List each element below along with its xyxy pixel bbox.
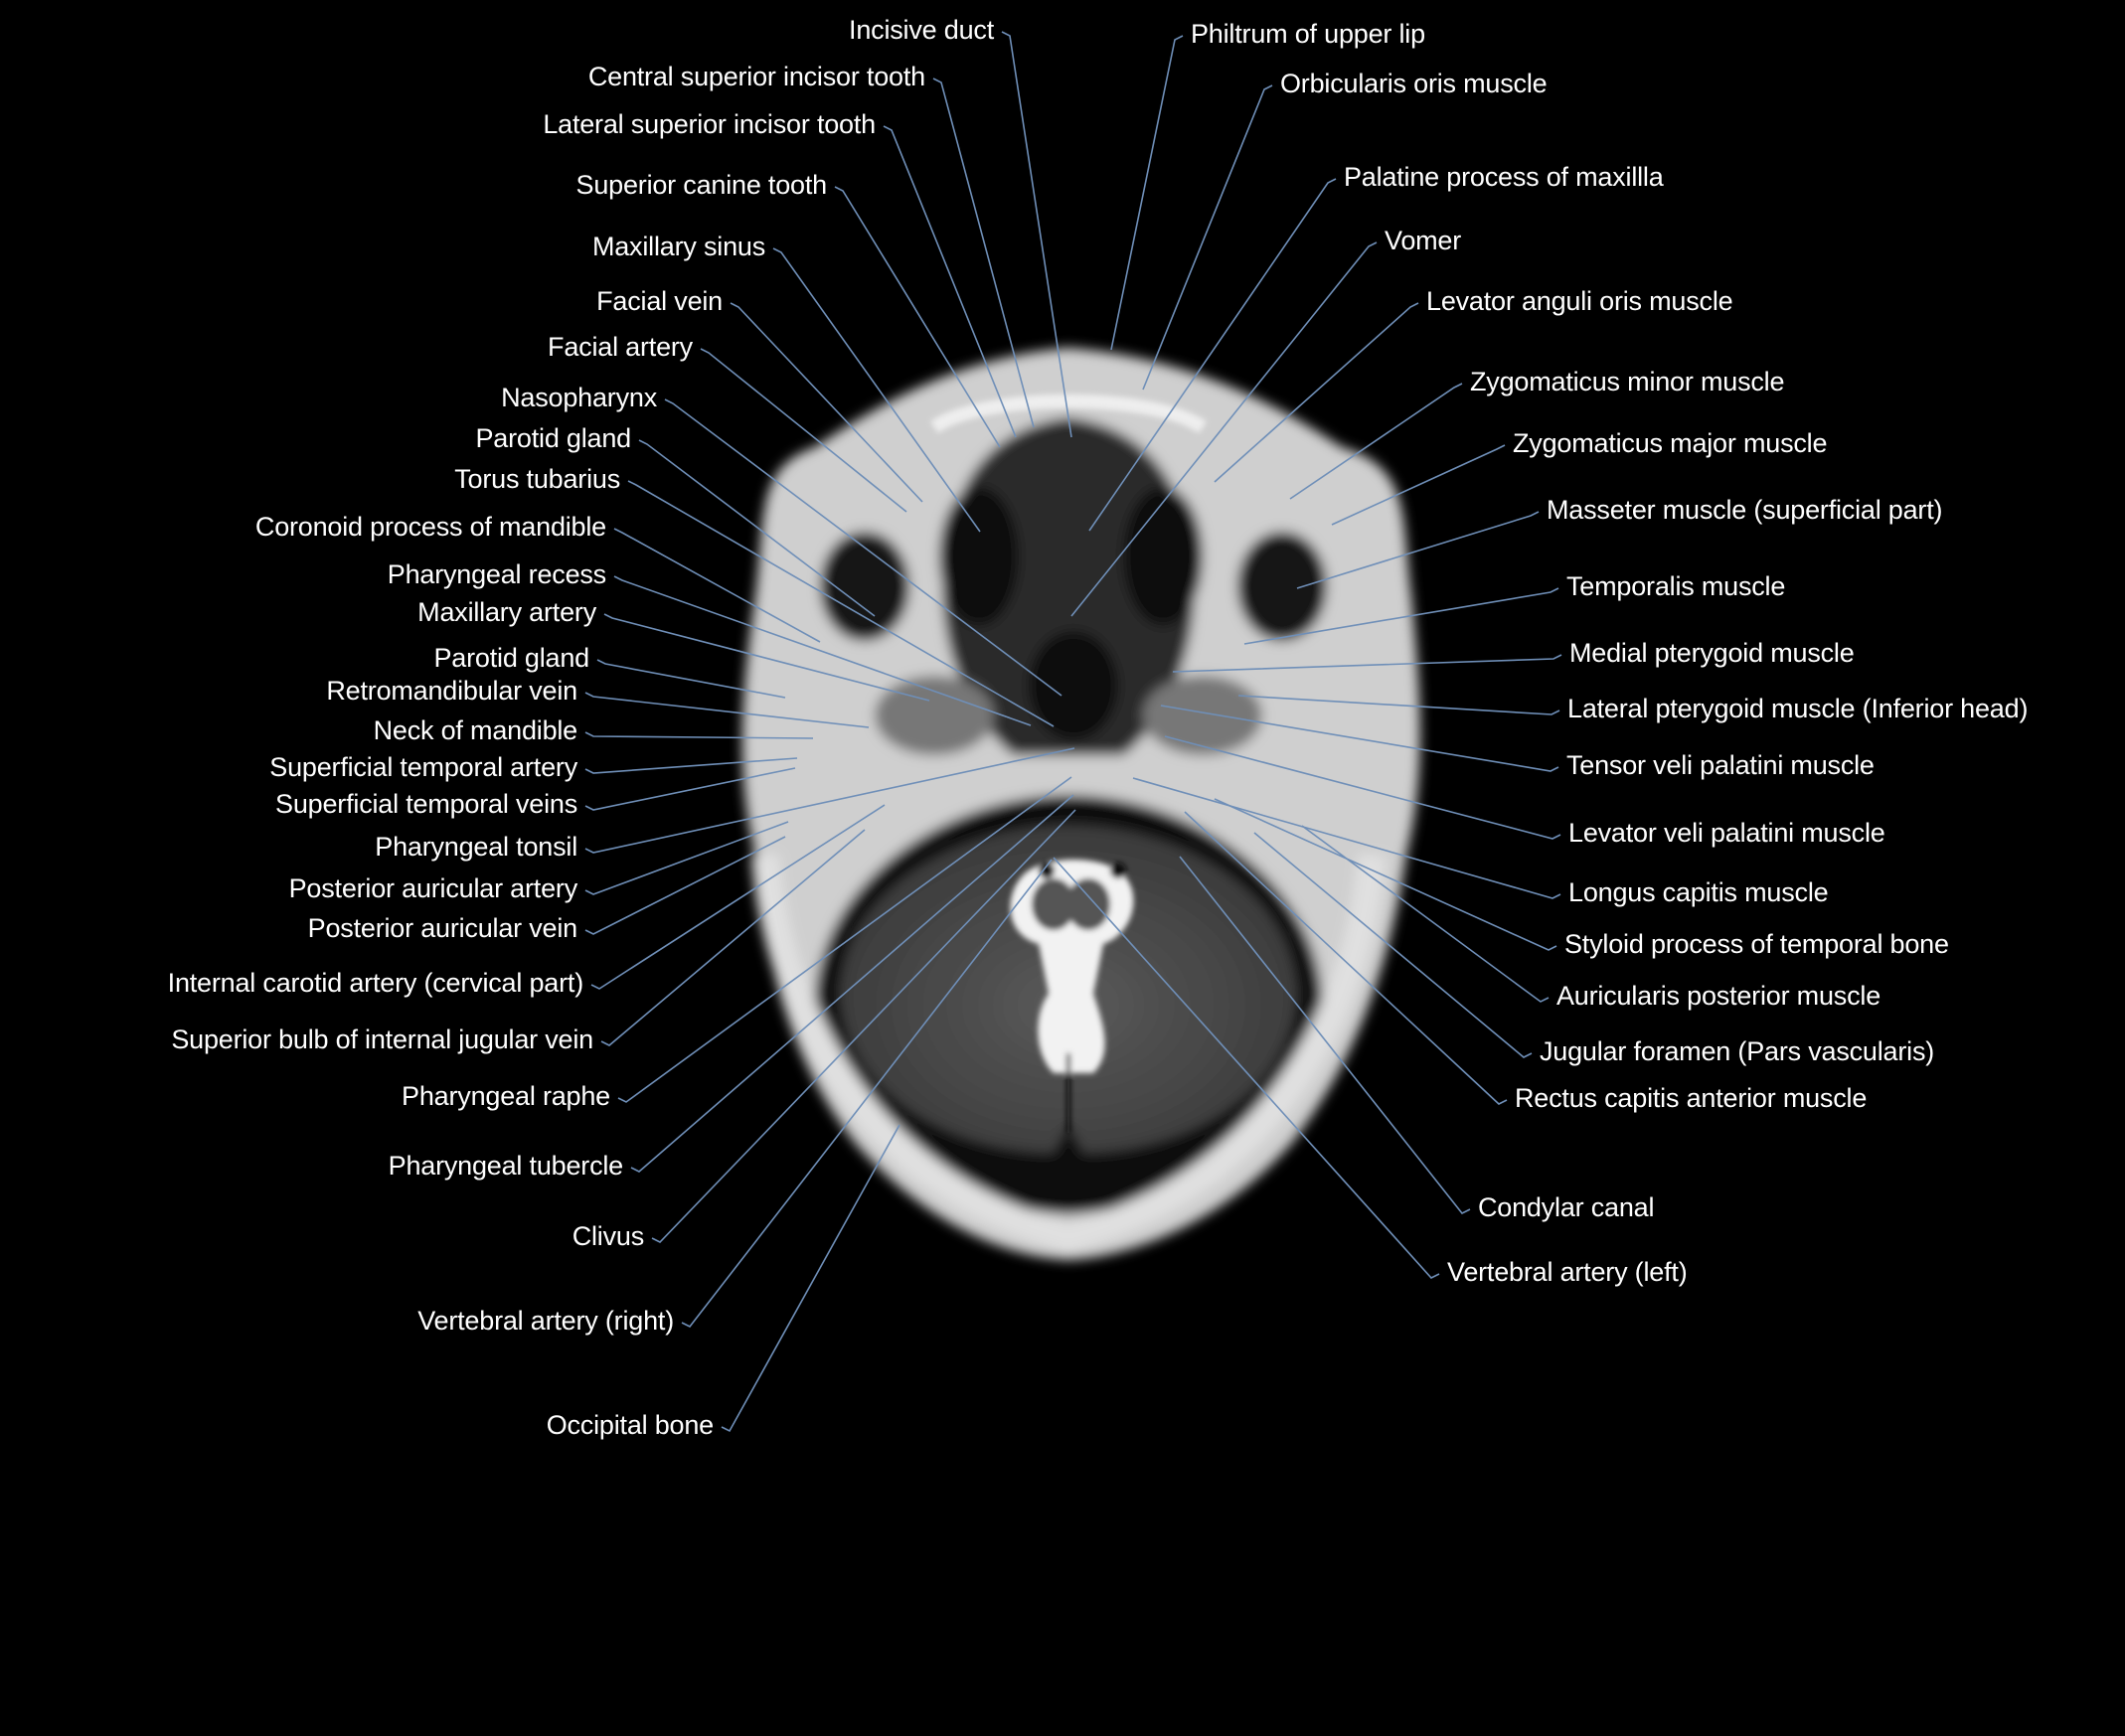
label-clivus: Clivus — [572, 1221, 645, 1251]
leader-line-parotid-gland — [638, 439, 876, 617]
leader-line-lateral-pterygoid-muscle-inferior-head — [1237, 695, 1560, 715]
label-zygomaticus-minor-muscle: Zygomaticus minor muscle — [1470, 367, 1785, 396]
label-auricularis-posterior-muscle: Auricularis posterior muscle — [1556, 981, 1881, 1011]
leader-line-auricularis-posterior-muscle — [1301, 825, 1550, 1003]
label-neck-of-mandible: Neck of mandible — [373, 715, 578, 745]
leader-line-pharyngeal-raphe — [617, 776, 1072, 1103]
leader-line-torus-tubarius — [627, 480, 1055, 727]
label-superior-bulb-of-internal-jugular-vein: Superior bulb of internal jugular vein — [171, 1025, 593, 1054]
label-temporalis-muscle: Temporalis muscle — [1566, 571, 1786, 601]
label-tensor-veli-palatini-muscle: Tensor veli palatini muscle — [1566, 750, 1875, 780]
label-torus-tubarius: Torus tubarius — [454, 464, 620, 494]
leader-line-masseter-muscle-superficial-part — [1296, 511, 1540, 589]
label-superior-canine-tooth: Superior canine tooth — [575, 170, 828, 200]
leader-line-levator-anguli-oris-muscle — [1214, 302, 1419, 483]
leader-line-neck-of-mandible — [584, 731, 814, 739]
label-occipital-bone: Occipital bone — [546, 1410, 714, 1440]
leader-line-posterior-auricular-artery — [584, 821, 789, 895]
leader-line-vertebral-artery-right — [681, 859, 1053, 1329]
leader-line-longus-capitis-muscle — [1132, 777, 1561, 899]
label-orbicularis-oris-muscle: Orbicularis oris muscle — [1280, 69, 1548, 98]
leader-line-palatine-process-of-maxillla — [1088, 178, 1337, 532]
label-maxillary-artery: Maxillary artery — [417, 597, 596, 627]
label-nasopharynx: Nasopharynx — [501, 383, 657, 412]
label-vertebral-artery-right: Vertebral artery (right) — [417, 1306, 674, 1336]
leader-line-rectus-capitis-anterior-muscle — [1184, 811, 1508, 1105]
leader-line-superior-canine-tooth — [834, 186, 1001, 448]
leader-line-superficial-temporal-veins — [584, 767, 796, 811]
label-incisive-duct: Incisive duct — [849, 15, 994, 45]
leader-line-facial-vein — [730, 302, 923, 503]
label-vertebral-artery-left: Vertebral artery (left) — [1447, 1257, 1688, 1287]
label-coronoid-process-of-mandible: Coronoid process of mandible — [254, 512, 606, 542]
leader-line-clivus — [651, 809, 1076, 1243]
leader-line-zygomaticus-major-muscle — [1331, 444, 1506, 526]
leader-line-condylar-canal — [1179, 856, 1471, 1215]
leader-line-nasopharynx — [664, 398, 1062, 697]
label-lateral-pterygoid-muscle-inferior-head: Lateral pterygoid muscle (Inferior head) — [1567, 694, 2029, 723]
leader-line-tensor-veli-palatini-muscle — [1160, 705, 1559, 772]
label-internal-carotid-artery-cervical-part: Internal carotid artery (cervical part) — [167, 968, 584, 998]
leader-line-lateral-superior-incisor-tooth — [883, 125, 1017, 438]
leader-line-styloid-process-of-temporal-bone — [1214, 798, 1557, 951]
leader-line-superficial-temporal-artery — [584, 757, 798, 774]
label-medial-pterygoid-muscle: Medial pterygoid muscle — [1569, 638, 1855, 668]
leader-line-parotid-gland — [596, 659, 786, 699]
label-masseter-muscle-superficial-part: Masseter muscle (superficial part) — [1547, 495, 1943, 525]
leader-line-pharyngeal-tubercle — [630, 794, 1074, 1173]
label-parotid-gland: Parotid gland — [475, 423, 631, 453]
label-facial-artery: Facial artery — [548, 332, 693, 362]
label-pharyngeal-raphe: Pharyngeal raphe — [402, 1081, 610, 1111]
label-vomer: Vomer — [1385, 226, 1462, 255]
label-levator-veli-palatini-muscle: Levator veli palatini muscle — [1568, 818, 1885, 848]
label-lateral-superior-incisor-tooth: Lateral superior incisor tooth — [543, 109, 876, 139]
label-superficial-temporal-artery: Superficial temporal artery — [269, 752, 577, 782]
label-pharyngeal-tonsil: Pharyngeal tonsil — [375, 832, 577, 862]
label-condylar-canal: Condylar canal — [1478, 1192, 1655, 1222]
leader-line-vertebral-artery-left — [1053, 857, 1440, 1279]
leader-line-coronoid-process-of-mandible — [613, 528, 821, 643]
label-palatine-process-of-maxillla: Palatine process of maxillla — [1344, 162, 1664, 192]
leader-line-incisive-duct — [1001, 31, 1072, 438]
label-rectus-capitis-anterior-muscle: Rectus capitis anterior muscle — [1515, 1083, 1868, 1113]
leader-line-retromandibular-vein — [584, 692, 870, 728]
leader-line-temporalis-muscle — [1243, 587, 1559, 645]
label-philtrum-of-upper-lip: Philtrum of upper lip — [1191, 19, 1425, 49]
leader-line-central-superior-incisor-tooth — [932, 78, 1035, 428]
leader-line-pharyngeal-tonsil — [584, 747, 1075, 854]
leader-line-jugular-foramen-pars-vascularis — [1253, 832, 1533, 1058]
label-jugular-foramen-pars-vascularis: Jugular foramen (Pars vascularis) — [1540, 1036, 1935, 1066]
leader-line-medial-pterygoid-muscle — [1172, 654, 1562, 673]
leader-line-posterior-auricular-vein — [584, 836, 786, 935]
leader-line-pharyngeal-recess — [613, 575, 1032, 726]
leader-line-maxillary-sinus — [772, 247, 981, 533]
label-zygomaticus-major-muscle: Zygomaticus major muscle — [1513, 428, 1828, 458]
leader-line-levator-veli-palatini-muscle — [1164, 735, 1561, 840]
leader-line-philtrum-of-upper-lip — [1110, 35, 1184, 351]
leader-line-orbicularis-oris-muscle — [1142, 84, 1273, 391]
label-central-superior-incisor-tooth: Central superior incisor tooth — [587, 62, 925, 91]
leader-line-occipital-bone — [721, 1124, 900, 1433]
label-parotid-gland: Parotid gland — [433, 643, 589, 673]
label-posterior-auricular-artery: Posterior auricular artery — [288, 873, 578, 903]
label-maxillary-sinus: Maxillary sinus — [591, 232, 765, 261]
leader-line-vomer — [1070, 241, 1378, 617]
leader-line-zygomaticus-minor-muscle — [1289, 383, 1463, 500]
label-styloid-process-of-temporal-bone: Styloid process of temporal bone — [1564, 929, 1949, 959]
label-pharyngeal-tubercle: Pharyngeal tubercle — [388, 1151, 624, 1181]
label-superficial-temporal-veins: Superficial temporal veins — [275, 789, 577, 819]
label-longus-capitis-muscle: Longus capitis muscle — [1568, 877, 1829, 907]
leader-lines — [584, 31, 1562, 1433]
label-posterior-auricular-vein: Posterior auricular vein — [307, 913, 578, 943]
label-pharyngeal-recess: Pharyngeal recess — [387, 559, 606, 589]
label-retromandibular-vein: Retromandibular vein — [326, 676, 577, 706]
leader-line-maxillary-artery — [603, 613, 930, 702]
label-levator-anguli-oris-muscle: Levator anguli oris muscle — [1426, 286, 1733, 316]
leader-line-superior-bulb-of-internal-jugular-vein — [600, 829, 866, 1046]
leader-line-facial-artery — [700, 348, 907, 513]
label-facial-vein: Facial vein — [596, 286, 723, 316]
leader-line-internal-carotid-artery-cervical-part — [590, 804, 886, 990]
